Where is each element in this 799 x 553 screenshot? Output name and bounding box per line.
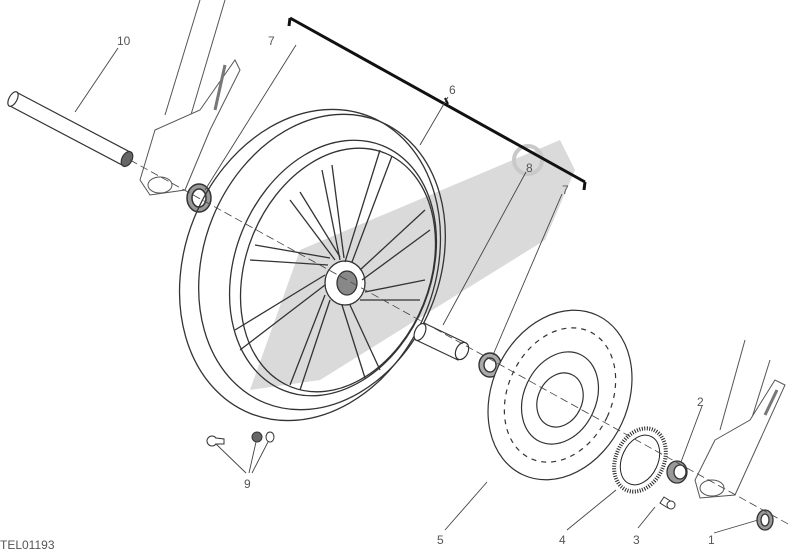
right-fork <box>694 339 786 499</box>
callout-4: 4 <box>559 533 566 547</box>
watermark-logo <box>250 140 575 390</box>
brake-disc <box>487 309 633 481</box>
abs-tone-ring <box>612 426 668 494</box>
callout-7-left: 7 <box>268 34 275 48</box>
callout-10: 10 <box>117 34 131 48</box>
valve-screws-9 <box>206 431 275 447</box>
leader-lines <box>74 44 759 534</box>
spacer-2 <box>666 460 688 484</box>
inner-spacer <box>413 322 470 361</box>
callout-1: 1 <box>708 533 715 547</box>
wheel-assembly-bracket <box>287 16 587 191</box>
axis-centerline <box>129 159 791 526</box>
callout-8: 8 <box>526 161 533 175</box>
callout-9: 9 <box>244 477 251 491</box>
callout-7-right: 7 <box>562 183 569 197</box>
bearing-right <box>478 352 502 378</box>
wheel <box>178 108 446 422</box>
left-fork <box>139 0 241 196</box>
axle <box>7 91 134 168</box>
drawing-code: TEL01193 <box>0 538 55 552</box>
callout-3: 3 <box>633 533 640 547</box>
screw-3 <box>659 496 676 510</box>
callout-2: 2 <box>697 395 704 409</box>
callout-6: 6 <box>449 83 456 97</box>
callout-5: 5 <box>437 533 444 547</box>
nut-1 <box>756 509 774 531</box>
